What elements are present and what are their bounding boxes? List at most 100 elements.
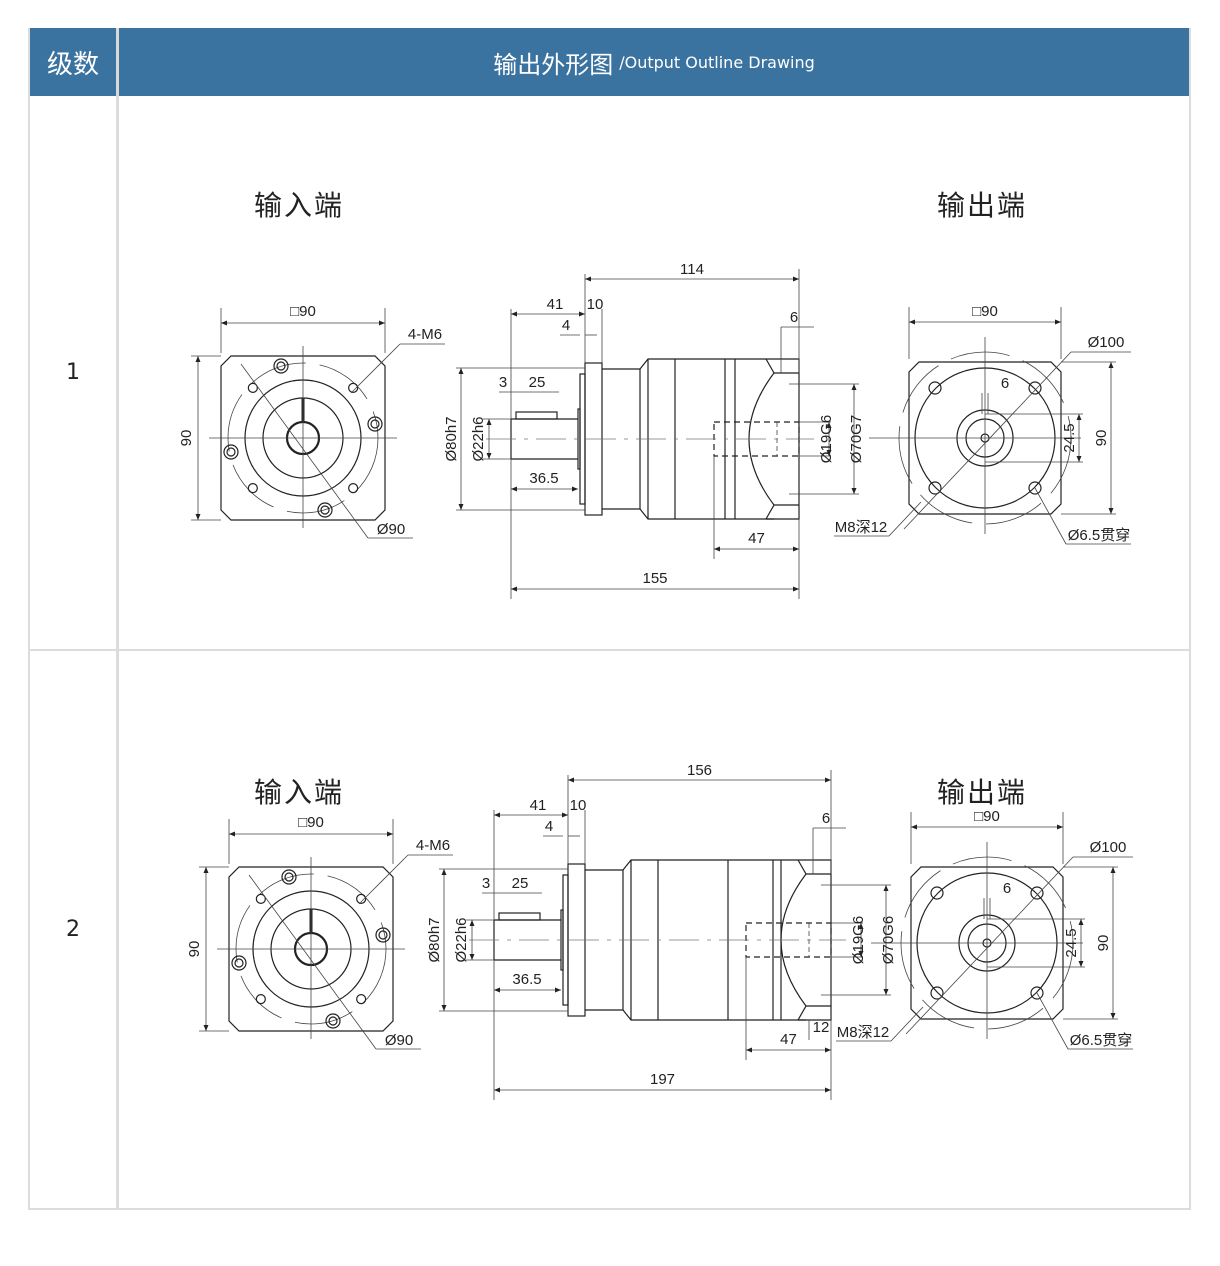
arrowhead — [714, 546, 720, 552]
arrowhead — [883, 885, 889, 891]
key-height-label: 24.5 — [1061, 423, 1078, 452]
height-label: 90 — [1095, 935, 1112, 952]
outline-drawing-table: 级数 输出外形图 /Output Outline Drawing 1 输入端 输… — [28, 28, 1191, 1210]
height-label: 90 — [186, 941, 203, 958]
through-hole-label: Ø6.5贯穿 — [1068, 527, 1131, 544]
arrowhead — [387, 831, 393, 837]
out-bore-label: Ø19G6 — [850, 916, 867, 964]
arrowhead — [1108, 508, 1114, 514]
step-label: 4 — [562, 317, 570, 334]
holes-label: 4-M6 — [408, 326, 442, 343]
arrowhead — [221, 320, 227, 326]
header-drawing: 输出外形图 /Output Outline Drawing — [119, 28, 1189, 96]
body-length-label: 156 — [687, 762, 712, 779]
leader-line — [358, 854, 409, 905]
arrowhead — [494, 812, 500, 818]
body-length-label: 114 — [680, 261, 704, 278]
counterbore-hole — [317, 502, 333, 518]
arrowhead — [494, 1087, 500, 1093]
key-height-label: 24.5 — [1063, 928, 1080, 957]
pilot — [579, 373, 586, 505]
output-flange-outline — [910, 866, 1064, 1020]
arrowhead — [379, 320, 385, 326]
through-hole — [928, 481, 942, 495]
total-length-label: 197 — [650, 1071, 675, 1088]
pcd-label: Ø90 — [377, 521, 405, 538]
arrowhead — [441, 1005, 447, 1011]
arrowhead — [1076, 456, 1082, 462]
arrowhead — [572, 486, 578, 492]
output-end-label: 输出端 — [937, 189, 1028, 222]
arrowhead — [851, 488, 857, 494]
key-width-label: 6 — [1003, 880, 1011, 897]
through-hole — [1030, 986, 1044, 1000]
through-hole — [930, 886, 944, 900]
arrowhead — [1055, 319, 1061, 325]
pilot-dia-label: Ø80h7 — [443, 416, 460, 461]
shaft-length-label: 41 — [530, 797, 547, 814]
header-drawing-en: /Output Outline Drawing — [619, 52, 815, 72]
out-pilot-label: Ø70G7 — [848, 415, 865, 463]
out-bore-label: Ø19G6 — [818, 415, 835, 463]
arrowhead — [494, 987, 500, 993]
arrowhead — [203, 867, 209, 873]
counterbore-inner — [378, 930, 388, 940]
leader-line — [350, 343, 401, 394]
m6-hole — [255, 994, 266, 1005]
shaft-dia-label: Ø22h6 — [453, 917, 470, 962]
leader-line — [903, 351, 1072, 530]
flange-label: 10 — [570, 797, 587, 814]
key-length-label: 25 — [529, 374, 546, 391]
counterbore-hole — [375, 927, 391, 943]
m6-hole — [348, 483, 359, 494]
arrowhead — [1110, 867, 1116, 873]
through-hole-label: Ø6.5贯穿 — [1070, 1032, 1133, 1049]
m6-hole — [247, 483, 258, 494]
square-size-label: □90 — [974, 808, 1000, 825]
m6-hole — [356, 893, 367, 904]
arrowhead — [746, 1047, 752, 1053]
header-drawing-cn: 输出外形图 — [493, 50, 614, 79]
tap-label: M8深12 — [835, 519, 888, 536]
counterbore-inner — [320, 505, 330, 515]
counterbore-inner — [276, 361, 286, 371]
through-hole — [930, 986, 944, 1000]
arrowhead — [826, 422, 832, 428]
shaft-dia-label: Ø22h6 — [470, 416, 487, 461]
arrowhead — [511, 486, 517, 492]
pcd-label: Ø100 — [1088, 334, 1125, 351]
through-hole — [1028, 481, 1042, 495]
arrowhead — [585, 276, 591, 282]
arrowhead — [1078, 919, 1084, 925]
leader-line — [240, 363, 369, 539]
header-stage: 级数 — [30, 28, 119, 96]
arrowhead — [858, 951, 864, 957]
through-hole — [1028, 381, 1042, 395]
out-depth-label: 12 — [813, 1019, 830, 1036]
flange-label: 10 — [587, 296, 604, 313]
input-end-label: 输入端 — [254, 189, 345, 222]
step-label: 4 — [545, 818, 553, 835]
through-hole — [928, 381, 942, 395]
shaft-key — [515, 411, 558, 420]
pcd-label: Ø100 — [1090, 839, 1127, 856]
arrowhead — [562, 812, 568, 818]
pilot — [562, 874, 569, 1006]
arrowhead — [858, 923, 864, 929]
arrowhead — [555, 987, 561, 993]
height-label: 90 — [178, 430, 195, 447]
arrowhead — [568, 777, 574, 783]
square-size-label: □90 — [298, 814, 324, 831]
leader-line — [1036, 992, 1069, 1050]
arrowhead — [441, 869, 447, 875]
pilot-dia-label: Ø80h7 — [426, 917, 443, 962]
key-width-label: 6 — [1001, 375, 1009, 392]
counterbore-hole — [367, 416, 383, 432]
counterbore-inner — [370, 419, 380, 429]
key-offset-label: 3 — [482, 875, 490, 892]
